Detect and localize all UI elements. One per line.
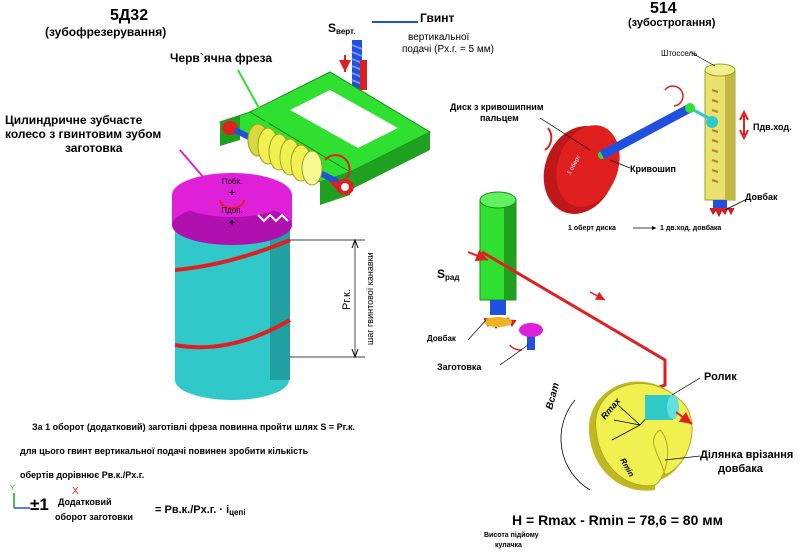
note-line-3: обертів дорівнює Рв.к./Рх.г.: [20, 470, 144, 480]
roller-label: Ролик: [704, 371, 737, 383]
motion-label-2: Пдоп.: [221, 206, 242, 215]
cam-rotation-label: Вcam: [544, 382, 562, 411]
worm-cutter-label: Черв`ячна фреза: [170, 51, 272, 65]
blank-rotation-arrow: [219, 199, 245, 209]
axis-gizmo: Y X: [10, 485, 79, 509]
right-process: (зубострогання): [628, 17, 716, 29]
cut-label-2: довбака: [718, 463, 764, 475]
ratio-right: 1 дв.ход. довбака: [660, 224, 721, 232]
tool-top-leader: [724, 199, 746, 211]
slotter-blank: [519, 323, 543, 350]
spindle-leader: [689, 51, 716, 67]
helix-label: шаг гвинтової канавки: [365, 252, 375, 345]
cam-rotation-arc: [560, 399, 591, 491]
blank-leader: [499, 344, 529, 366]
svg-text:X: X: [72, 486, 79, 497]
plus-mark-2: +: [229, 218, 235, 229]
gear-label-2: колесо з гвинтовим зубом: [5, 127, 161, 141]
cam-height-formula: H = Rmax - Rmin = 78,6 = 80 мм: [512, 512, 723, 528]
cutter-rotation-arrow: [324, 154, 351, 193]
pitch-label: Pг.к.: [341, 289, 353, 310]
right-model: 514: [650, 0, 677, 17]
note-line-2: для цього гвинт вертикальної подачі пови…: [20, 446, 309, 456]
spindle-label: Штоссель: [661, 49, 697, 58]
crank-label: Кривошип: [630, 164, 676, 174]
tool-lower-leader: [467, 319, 487, 341]
disk-rotation-arrow: [544, 127, 553, 151]
plus-mark-1: +: [229, 188, 235, 199]
ratio-formula: = Рв.к./Рх.г. · іцепі: [155, 504, 246, 517]
radial-feed-label: Sрад: [437, 267, 459, 282]
roller-leader: [671, 377, 701, 396]
roller-arrow: [675, 411, 693, 425]
worm-cutter: [233, 123, 340, 186]
crank-disk: 1 оберт: [543, 125, 620, 214]
cam-rise-1: Висота підйому: [484, 531, 539, 539]
roller: [645, 395, 679, 420]
svg-text:Y: Y: [10, 485, 15, 492]
worm-leader: [237, 69, 271, 129]
motion-label-1: Побк.: [222, 177, 243, 186]
extra-label-2: оборот заготовки: [55, 512, 133, 522]
screw-feed-label: Sверт.: [328, 21, 356, 36]
rod-rotation-arrow: [664, 85, 684, 107]
extra-turn: ±1: [30, 495, 49, 514]
pitch-dimension: [290, 238, 365, 359]
cut-leader: [664, 455, 701, 461]
gear-label-3: заготовка: [65, 141, 123, 155]
left-process: (зубофрезерування): [45, 25, 166, 39]
stroke-label: Пдв.ход.: [753, 122, 792, 132]
cut-label-1: Ділянка врізання: [700, 449, 793, 461]
pushrod-arrow: [589, 291, 606, 301]
gear-blank: [172, 173, 292, 400]
cam-rise-2: кулачка: [495, 542, 522, 549]
screw-desc-1: вертикальної: [408, 32, 470, 43]
blank-label: Заготовка: [437, 362, 482, 372]
left-model: 5Д32: [110, 7, 148, 24]
slotter-ram: [704, 63, 736, 218]
disk-leader: [539, 117, 591, 151]
radial-feed-arrow: [467, 249, 489, 262]
tool-top-label: Довбак: [745, 192, 778, 202]
screw-title: Гвинт: [420, 11, 455, 25]
gear-label-1: Цилиндричне зубчасте: [5, 113, 143, 127]
crank-rod: [599, 103, 718, 159]
tool-lower-label: Довбак: [427, 334, 457, 343]
disk-label-1: Диск з кривошипним: [450, 102, 544, 112]
blank-rotation: [509, 344, 523, 351]
note-line-1: За 1 оборот (додатковий) заготівлі фреза…: [32, 422, 355, 432]
screw-desc-2: подачі (Рх.г. = 5 мм): [402, 44, 494, 55]
ratio-left: 1 оберт диска: [568, 224, 616, 232]
crank-leader: [609, 159, 631, 169]
disk-label-2: пальцем: [480, 113, 519, 123]
gear-leader: [179, 149, 211, 186]
extra-label-1: Додатковий: [58, 497, 112, 507]
